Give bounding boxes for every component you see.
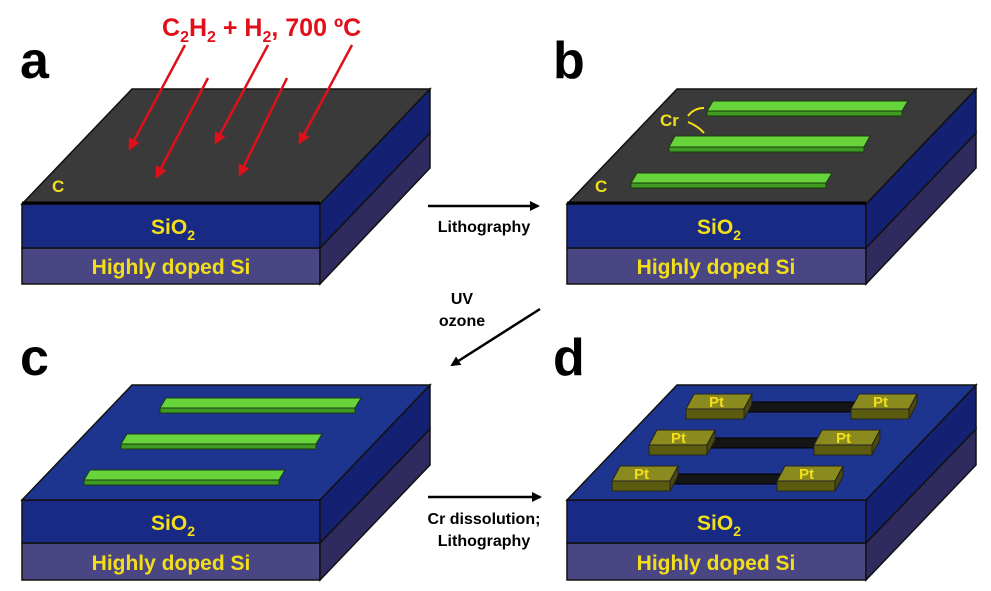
- svg-text:Pt: Pt: [799, 466, 814, 483]
- panel-b-cr-pointer-1: [687, 107, 705, 117]
- panel-c-cr-strip-2: [120, 433, 323, 450]
- step-uv-ozone: UV ozone: [439, 291, 541, 367]
- panel-d-pt-pad: Pt: [685, 393, 753, 420]
- panel-c-letter: c: [20, 329, 49, 387]
- panel-a-silicon-label: Highly doped Si: [92, 256, 251, 279]
- panel-d-pt-pad: Pt: [850, 393, 918, 420]
- panel-b-cr-label: Cr: [660, 111, 679, 130]
- panel-b-oxide-label: SiO2: [697, 216, 741, 243]
- panel-c-cr-strip-3: [83, 469, 286, 486]
- panel-d-letter: d: [553, 329, 585, 387]
- panel-b: b Cr C SiO2 Highly doped Si: [553, 32, 978, 286]
- arrow-b-to-c: [450, 307, 541, 367]
- lithography-label: Lithography: [438, 219, 531, 236]
- gas-arrow-1: [128, 44, 187, 151]
- panel-a-carbon-label: C: [52, 177, 64, 196]
- panel-b-silicon-label: Highly doped Si: [637, 256, 796, 279]
- ozone-label: ozone: [439, 313, 485, 330]
- step-cr-dissolution: Cr dissolution; Lithography: [428, 492, 542, 550]
- panel-c: c SiO2 Highly doped Si: [20, 329, 432, 582]
- step-lithography: Lithography: [428, 201, 540, 236]
- panel-b-cr-strip-1: [706, 100, 909, 117]
- panel-a: a C SiO2 Highly doped Si C2H2 + H2, 700 …: [20, 14, 432, 286]
- uv-label: UV: [451, 291, 474, 308]
- panel-b-letter: b: [553, 32, 585, 90]
- svg-text:Pt: Pt: [873, 394, 888, 411]
- svg-text:Pt: Pt: [709, 394, 724, 411]
- panel-d-channel-2: [702, 437, 820, 449]
- panel-b-cr-strip-2: [668, 135, 871, 153]
- panel-a-oxide-label: SiO2: [151, 216, 195, 243]
- panel-b-cr-strip-3: [630, 172, 833, 189]
- panel-c-oxide-label: SiO2: [151, 512, 195, 539]
- panel-d-pt-pad: Pt: [776, 465, 844, 492]
- svg-text:Pt: Pt: [836, 430, 851, 447]
- panel-d-oxide-label: SiO2: [697, 512, 741, 539]
- svg-text:Pt: Pt: [634, 466, 649, 483]
- panel-d-pt-pad: Pt: [648, 429, 716, 456]
- panel-d-pt-pad: Pt: [813, 429, 881, 456]
- lithography-label-2: Lithography: [438, 533, 531, 550]
- panel-d-channel-3: [665, 473, 783, 485]
- panel-d: d Pt Pt Pt: [553, 329, 978, 582]
- gas-arrow-3: [214, 44, 270, 145]
- panel-c-cr-strip-1: [159, 397, 362, 414]
- panel-b-cr-pointer-2: [687, 121, 705, 134]
- panel-d-pt-pad: Pt: [611, 465, 679, 492]
- panel-b-carbon-label: C: [595, 177, 607, 196]
- panel-d-channel-1: [739, 401, 857, 413]
- gas-arrow-2: [155, 77, 210, 179]
- panel-a-letter: a: [20, 32, 50, 90]
- svg-text:Pt: Pt: [671, 430, 686, 447]
- cr-dissolution-label: Cr dissolution;: [428, 511, 541, 528]
- growth-gas-label: C2H2 + H2, 700 ºC: [162, 14, 361, 46]
- panel-c-silicon-label: Highly doped Si: [92, 552, 251, 575]
- gas-arrow-4: [238, 77, 289, 177]
- gas-arrow-5: [298, 44, 354, 145]
- panel-d-silicon-label: Highly doped Si: [637, 552, 796, 575]
